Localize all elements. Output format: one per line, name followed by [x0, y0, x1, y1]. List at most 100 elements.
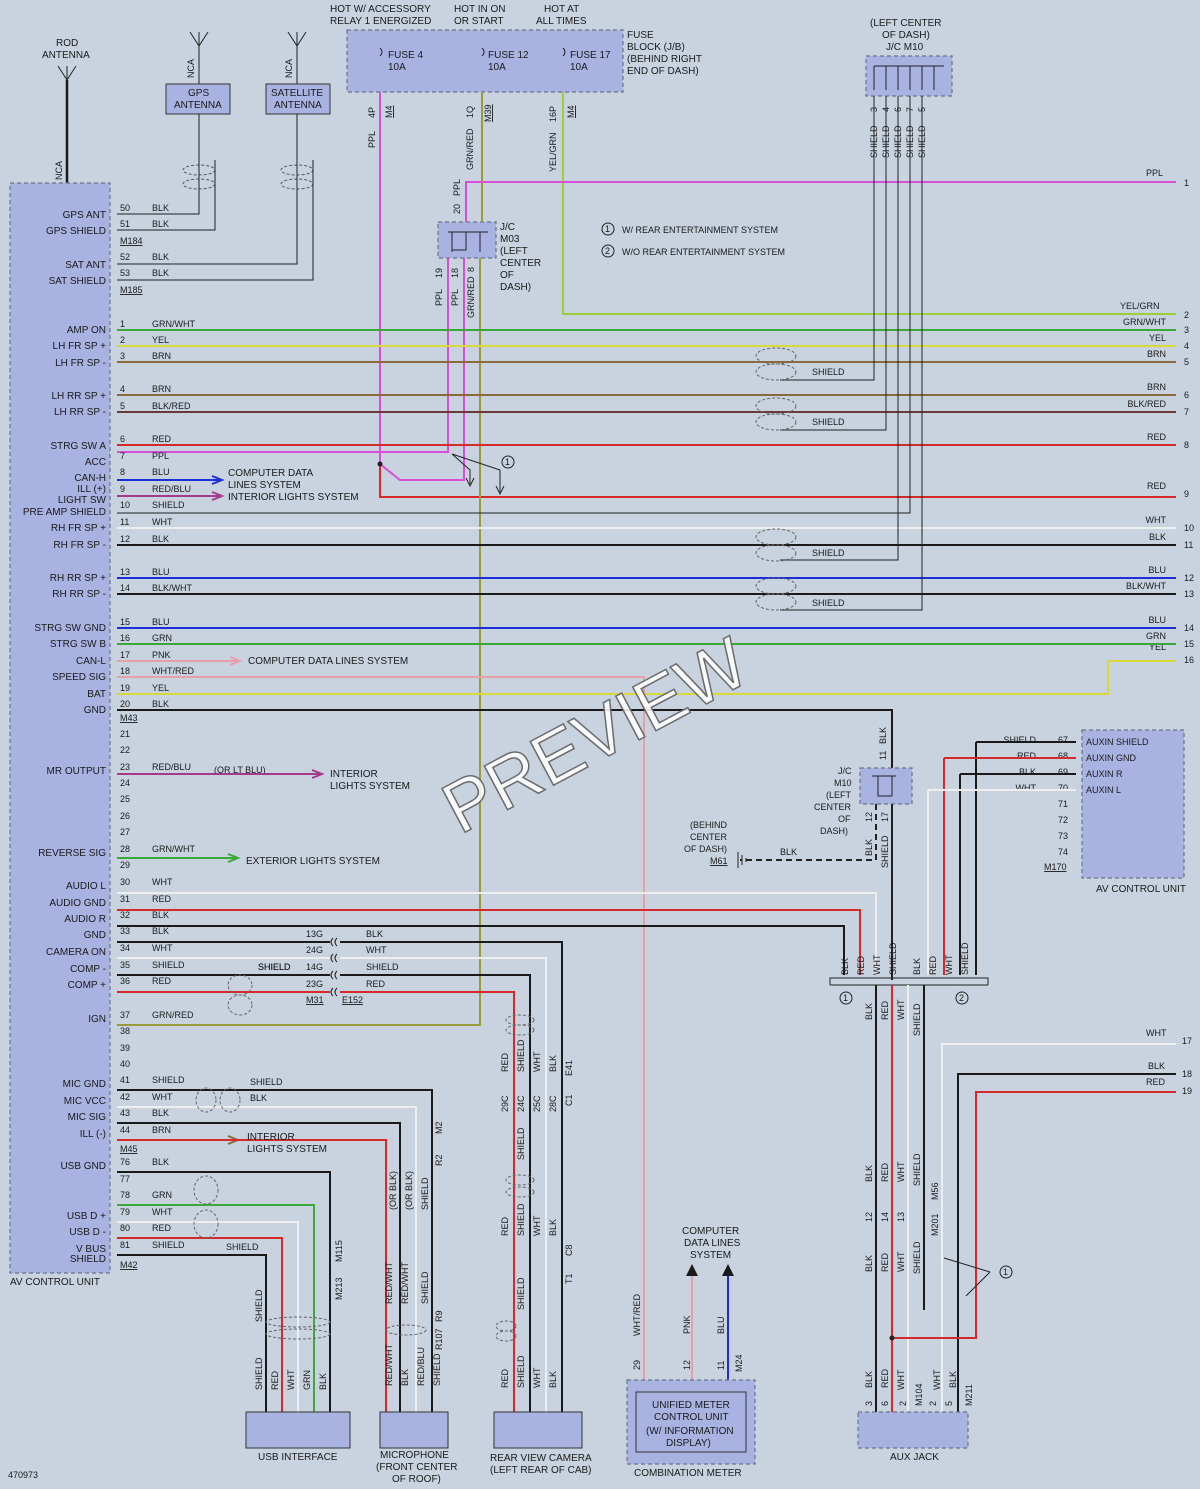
pin-number: 9: [120, 484, 125, 494]
mic-label: OF ROOF): [392, 1474, 441, 1485]
usb-label: WHT: [286, 1369, 296, 1390]
right-pin: 19: [1182, 1086, 1192, 1096]
mic-label: M2: [434, 1121, 444, 1134]
gps-antenna-text-2: ANTENNA: [174, 100, 222, 111]
ground-wire-label: BLK: [780, 847, 797, 857]
right-wire-label: YEL/GRN: [1120, 301, 1160, 311]
pin-number: 78: [120, 1190, 130, 1200]
pin-name: COMP -: [70, 964, 106, 975]
hot-on-label-2: OR START: [454, 16, 504, 27]
mic-gnd-wire: [117, 1089, 433, 1412]
pin-wire: PPL: [152, 451, 169, 461]
aux-label: 6: [880, 1401, 890, 1406]
power-feeds: PPL 1 YEL/GRN 2: [117, 92, 1189, 1026]
option-1-num: 1: [843, 993, 848, 1003]
gps-antenna-text: GPS: [188, 88, 209, 99]
pin-number: 39: [120, 1043, 130, 1053]
pin-name: LH RR SP -: [54, 407, 106, 418]
jc-label: J/C: [838, 766, 852, 776]
pin-name: PRE AMP SHIELD: [23, 507, 106, 518]
pin-number: 44: [120, 1125, 130, 1135]
cam-label: C8: [564, 1244, 574, 1256]
legend-text-1: W/ REAR ENTERTAINMENT SYSTEM: [622, 225, 778, 235]
av-right-name: AUXIN GND: [1086, 753, 1137, 763]
shield-label: SHIELD: [250, 1077, 283, 1087]
cam-shield-ellipses: [227, 974, 535, 1342]
pin-wire: BLK: [152, 926, 169, 936]
pin-number: 7: [120, 451, 125, 461]
aux-label: BLK: [864, 1003, 874, 1020]
cam-label: T1: [564, 1273, 574, 1284]
pin-name: STRG SW GND: [34, 623, 106, 634]
conn-wire: WHT: [366, 945, 387, 955]
combo-label: WHT/RED: [632, 1294, 642, 1336]
conn-m184: M184: [120, 236, 143, 246]
av-right-pin: 73: [1058, 831, 1068, 841]
or-lt-blu-label: (OR LT BLU): [214, 765, 266, 775]
ground-dashed: [740, 804, 877, 861]
pin-name: GPS SHIELD: [46, 226, 106, 237]
usb-gnd-wire: [117, 1171, 331, 1412]
conn-wire: SHIELD: [258, 962, 291, 972]
aux-jack-label: AUX JACK: [890, 1452, 939, 1463]
legend-num: 2: [605, 246, 610, 256]
right-wire-label: BRN: [1147, 382, 1166, 392]
pin-name: GPS ANT: [63, 210, 106, 221]
pin-name: RH FR SP -: [53, 540, 106, 551]
pin-name: GND: [84, 930, 106, 941]
cam-label: BLK: [548, 1371, 558, 1388]
pin-wire: RED: [152, 894, 172, 904]
gnd-wire: [117, 709, 893, 770]
jc-label: (LEFT CENTER: [870, 18, 942, 29]
right-wire-label: BLK/RED: [1127, 399, 1166, 409]
pin-wire: RED/BLU: [152, 762, 191, 772]
jc-m10-top: (LEFT CENTER OF DASH) J/C M10 3SHIELD4SH…: [865, 18, 953, 158]
pin-wire: WHT: [152, 517, 173, 527]
pin-number: 14: [120, 583, 130, 593]
blu-arrow: [722, 1264, 734, 1276]
aux-label: BLK: [864, 1165, 874, 1182]
pin-number: 17: [880, 812, 890, 822]
conn-pin: 13G: [306, 929, 323, 939]
pin-number: 13: [120, 567, 130, 577]
pin-wire: SHIELD: [152, 1240, 185, 1250]
pin-wire: BLU: [152, 617, 170, 627]
aux-label: M211: [964, 1384, 974, 1406]
jc-m03-bus: [448, 231, 488, 252]
pin-number: 81: [120, 1240, 130, 1250]
interior-lights-label: INTERIOR LIGHTS SYSTEM: [228, 492, 359, 503]
shield-label: SHIELD: [226, 1242, 259, 1252]
antennas: ROD ANTENNA NCA NCA GPS ANTENNA NCA SATE…: [42, 31, 331, 281]
note-1-arrows: [451, 453, 505, 496]
pin-wire: BRN: [152, 351, 171, 361]
pin-number: 79: [120, 1207, 130, 1217]
pin-number: 50: [120, 203, 130, 213]
pin-wire: RED: [152, 1223, 172, 1233]
aux-label: WHT: [896, 1369, 906, 1390]
pin-wire: GRN/WHT: [152, 844, 195, 854]
pin-number: 37: [120, 1010, 130, 1020]
pin-number: 11: [120, 517, 129, 527]
sat-nca-label: NCA: [284, 59, 294, 78]
av-right-pin: 69: [1058, 767, 1068, 777]
pin-wire: GRN/RED: [152, 1010, 194, 1020]
pin-name: AMP ON: [67, 325, 106, 336]
interior-lights-b: LIGHTS SYSTEM: [247, 1144, 327, 1155]
pin-number: 8: [466, 267, 476, 272]
av-control-unit-label: AV CONTROL UNIT: [10, 1277, 100, 1288]
combo-inner-box: [635, 1391, 747, 1453]
combo-label: (W/ INFORMATION: [646, 1426, 734, 1437]
ppl-right-wire: [465, 181, 1176, 222]
wire-label: PPL: [452, 179, 462, 196]
fuse-block: HOT W/ ACCESSORY RELAY 1 ENERGIZED HOT I…: [330, 4, 702, 172]
aux-label: SHIELD: [912, 1003, 922, 1036]
pin-name: AUDIO L: [66, 881, 106, 892]
pin-name: ILL (+): [77, 484, 106, 495]
cam-label: 24C: [516, 1095, 526, 1112]
pin-wire: SHIELD: [152, 1075, 185, 1085]
option-2-num: 2: [959, 993, 964, 1003]
aux-label: 2: [898, 1401, 908, 1406]
pin-number: 34: [120, 943, 130, 953]
